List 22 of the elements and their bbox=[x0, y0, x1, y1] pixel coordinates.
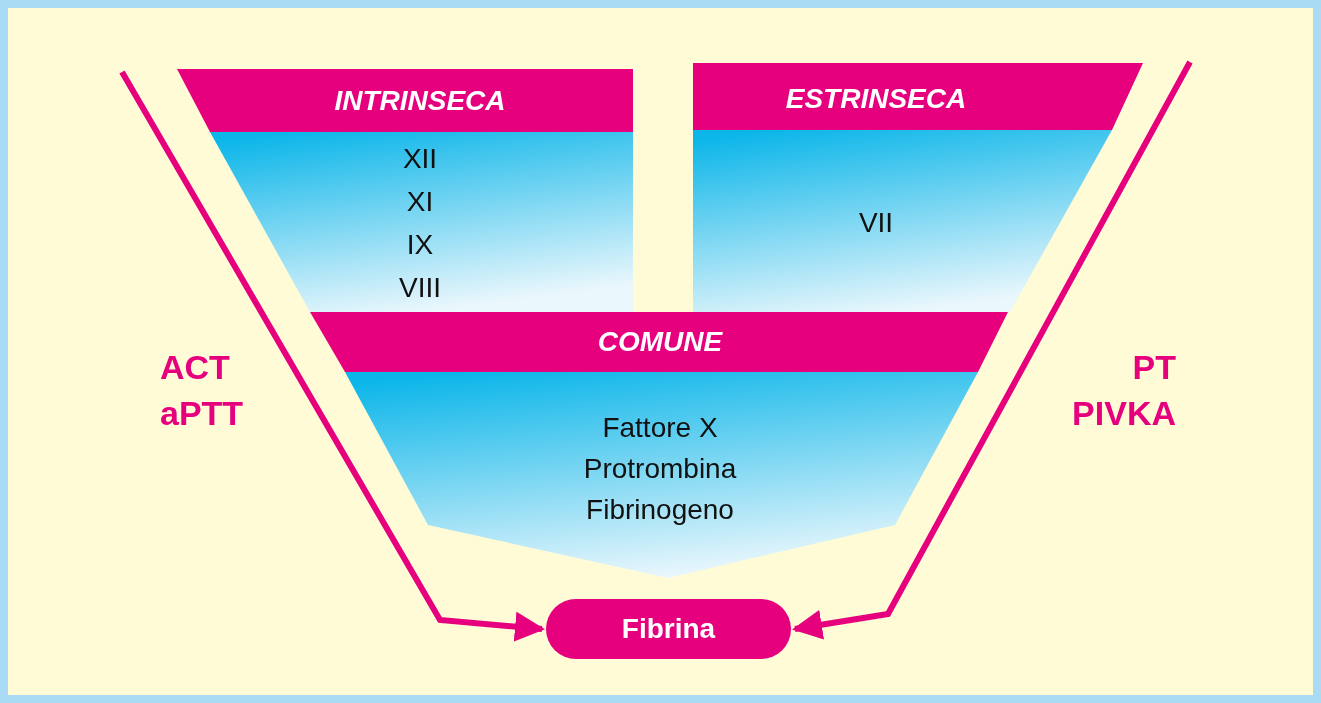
result-pill bbox=[546, 599, 791, 659]
arrow bbox=[119, 70, 545, 642]
section-heading: COMUNE bbox=[597, 325, 723, 359]
pathway-funnel bbox=[177, 69, 633, 312]
result-label: Fibrina bbox=[621, 612, 716, 646]
factor-label: IX bbox=[406, 228, 434, 262]
test-label: ACT bbox=[160, 347, 230, 387]
section-heading: INTRINSECA bbox=[334, 84, 506, 118]
factor-label: XI bbox=[406, 185, 434, 219]
section-heading: ESTRINSECA bbox=[785, 82, 967, 116]
factor-label: Fattore X bbox=[602, 411, 718, 445]
pathway-funnel bbox=[310, 312, 1008, 578]
arrow bbox=[792, 60, 1193, 640]
test-label: aPTT bbox=[160, 393, 244, 433]
test-label: PT bbox=[1132, 347, 1176, 387]
test-label: PIVKA bbox=[1072, 393, 1176, 433]
factor-label: VII bbox=[858, 206, 894, 240]
factor-label: XII bbox=[402, 142, 438, 176]
factor-label: Fibrinogeno bbox=[586, 493, 734, 527]
factor-label: VIII bbox=[399, 271, 441, 305]
factor-label: Protrombina bbox=[583, 452, 737, 486]
pathway-funnel bbox=[693, 63, 1143, 312]
